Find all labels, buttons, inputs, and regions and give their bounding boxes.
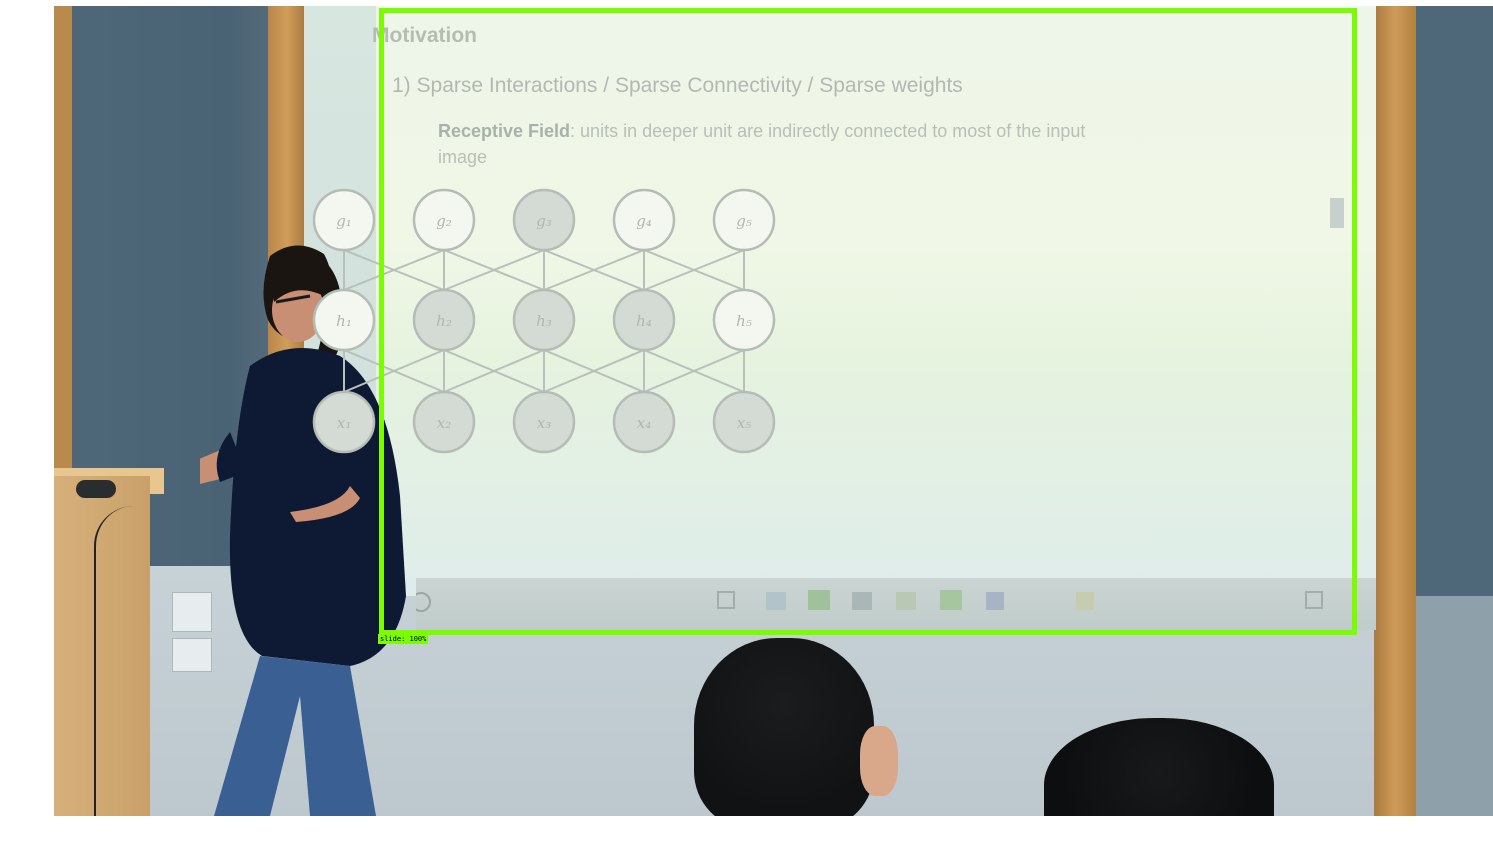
output-node-label: g₄ (636, 212, 652, 230)
slide-bullet-point: 1) Sparse Interactions / Sparse Connecti… (392, 74, 963, 97)
power-socket-panel (172, 638, 212, 672)
input-node (512, 390, 576, 454)
input-node (612, 390, 676, 454)
computer-mouse (76, 480, 116, 498)
projection-screen (304, 6, 1376, 630)
connection-edge (543, 349, 645, 393)
hidden-node-label: h₁ (336, 312, 352, 330)
hidden-node-label: h₄ (636, 312, 652, 330)
connection-edge (543, 249, 645, 291)
hidden-node (412, 288, 476, 352)
connection-edge (643, 349, 745, 393)
hidden-node (712, 288, 776, 352)
hidden-node-label: h₂ (436, 312, 452, 330)
input-node-label: x₁ (337, 414, 351, 432)
hidden-node (312, 288, 376, 352)
output-node (612, 188, 676, 252)
connection-edge (643, 249, 745, 291)
input-node (712, 390, 776, 454)
audience-head-left (694, 638, 874, 816)
wall-pillar (54, 6, 72, 496)
output-node (412, 188, 476, 252)
output-node-label: g₂ (436, 212, 452, 230)
input-node-label: x₄ (637, 414, 651, 432)
detection-box-slide (379, 8, 1357, 635)
audience-head-right (1044, 718, 1274, 816)
right-wall (1416, 6, 1493, 596)
projected-taskbar (411, 578, 1376, 630)
receptive-field-label: Receptive Field (438, 121, 571, 141)
connection-edge (343, 249, 445, 291)
classroom-photo (54, 6, 1493, 816)
taskbar-icons (411, 590, 1323, 612)
slide-scrollbar (1330, 198, 1344, 228)
hidden-node-label: h₅ (736, 312, 752, 330)
right-wall-lower (1416, 596, 1493, 816)
hidden-node-label: h₃ (536, 312, 552, 330)
light-switch-panel (172, 592, 212, 632)
audience-ear (860, 726, 898, 796)
hidden-node (512, 288, 576, 352)
receptive-field-text: Receptive Field: units in deeper unit ar… (438, 118, 1118, 170)
output-node-label: g₅ (736, 212, 752, 230)
slide-title: Motivation (372, 24, 477, 47)
detection-label: slide: 100% (378, 634, 429, 644)
receptive-field-description: : units in deeper unit are indirectly co… (438, 121, 1086, 167)
receptive-field-diagram: g₁ g₂ g₃ g₄ g₅ h₁ h₂ h₃ h₄ h₅ x₁ x₂ x₃ x₄ x₅ (312, 188, 776, 454)
output-node-label: g₁ (336, 212, 352, 230)
connection-edge (443, 349, 545, 393)
output-node-label: g₃ (536, 212, 552, 230)
connection-edge (343, 349, 445, 393)
input-node (412, 390, 476, 454)
cable (94, 506, 144, 816)
hidden-node (612, 288, 676, 352)
input-node (312, 390, 376, 454)
input-node-label: x₅ (737, 414, 751, 432)
output-node (512, 188, 576, 252)
connection-edge (443, 249, 545, 291)
input-node-label: x₂ (437, 414, 451, 432)
input-node-label: x₃ (537, 414, 551, 432)
output-node (312, 188, 376, 252)
whiteboard-frame-right (1374, 6, 1416, 816)
output-node (712, 188, 776, 252)
